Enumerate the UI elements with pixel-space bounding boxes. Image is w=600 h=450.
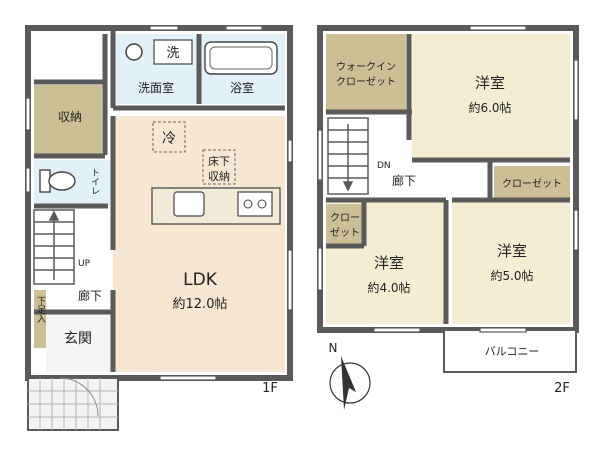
walkin-label-1: ウォークイン — [336, 61, 396, 73]
hall-label-1f: 廊下 — [78, 288, 102, 303]
shoebox-label: 下足入 — [35, 296, 46, 323]
entrance-label: 玄関 — [64, 330, 92, 347]
dn-label: DN — [377, 161, 391, 171]
toilet-label: トイレ — [89, 168, 100, 195]
kitchen-counter — [151, 187, 281, 225]
compass-needle-icon — [341, 356, 356, 410]
compass: N — [329, 341, 371, 410]
porch-tiles — [28, 378, 118, 430]
western-room-a — [412, 34, 570, 160]
washer-label: 洗 — [166, 46, 179, 61]
floor2-labels: ウォークイン クローゼット 洋室 約6.0帖 DN 廊下 クローゼット クロー … — [330, 61, 570, 396]
up-label: UP — [78, 259, 91, 269]
bathtub-inner — [209, 46, 273, 70]
western-a-label: 洋室 — [475, 74, 505, 92]
ldk-label: LDK — [183, 270, 218, 290]
washer-icon — [125, 43, 143, 61]
underfloor-label-1: 床下 — [208, 154, 230, 168]
fridge-space — [152, 121, 186, 153]
floor1-walls — [34, 30, 285, 372]
floor2-walls — [326, 34, 570, 324]
closet-right — [494, 166, 570, 200]
ldk-room — [113, 116, 285, 372]
shoebox — [34, 290, 46, 348]
bathtub-icon — [204, 41, 278, 75]
stairs-1f — [33, 209, 75, 285]
storage-label: 収納 — [58, 110, 82, 124]
ldk-size-label: 約12.0帖 — [173, 297, 228, 312]
toilet-icon — [39, 169, 76, 193]
western-room-c — [452, 202, 570, 324]
floor1-tag: 1F — [262, 381, 278, 396]
sink-icon — [173, 191, 205, 217]
closet-right-label: クローゼット — [502, 178, 562, 190]
entrance-door-swing — [59, 377, 99, 417]
walkin-closet — [326, 34, 406, 110]
closet-small — [326, 204, 362, 244]
hall-label-2f: 廊下 — [392, 173, 416, 188]
western-b-label: 洋室 — [374, 254, 404, 272]
washer-box — [153, 39, 193, 65]
bath-label: 浴室 — [230, 80, 254, 95]
walkin-label-2: クローゼット — [336, 76, 396, 88]
floor1-labels: 収納 洗 洗面室 浴室 冷 床下 収納 トイレ UP 廊下 下足入 玄関 LDK… — [35, 46, 278, 396]
balcony-label: バルコニー — [485, 345, 540, 358]
stairs-2f — [327, 117, 369, 195]
washroom-label: 洗面室 — [138, 80, 174, 95]
windows-2f — [317, 25, 579, 333]
stove-icon — [237, 191, 273, 217]
underfloor-label-2: 収納 — [208, 170, 230, 183]
western-c-label: 洋室 — [497, 242, 527, 260]
storage-room-1f — [34, 85, 102, 155]
western-c-size: 約5.0帖 — [490, 268, 533, 283]
underfloor-storage — [202, 149, 236, 185]
western-b-size: 約4.0帖 — [367, 280, 410, 295]
windows-1f — [25, 25, 293, 381]
entrance-room — [46, 314, 112, 372]
floor-2 — [317, 25, 579, 373]
closet-small-label-1: クロー — [330, 212, 360, 224]
compass-north-label: N — [329, 341, 338, 355]
floor-1 — [25, 25, 293, 431]
fridge-label: 冷 — [162, 131, 176, 147]
closet-small-label-2: ゼット — [330, 227, 360, 239]
floor2-tag: 2F — [554, 381, 570, 396]
western-a-size: 約6.0帖 — [468, 100, 511, 115]
balcony — [443, 329, 577, 373]
